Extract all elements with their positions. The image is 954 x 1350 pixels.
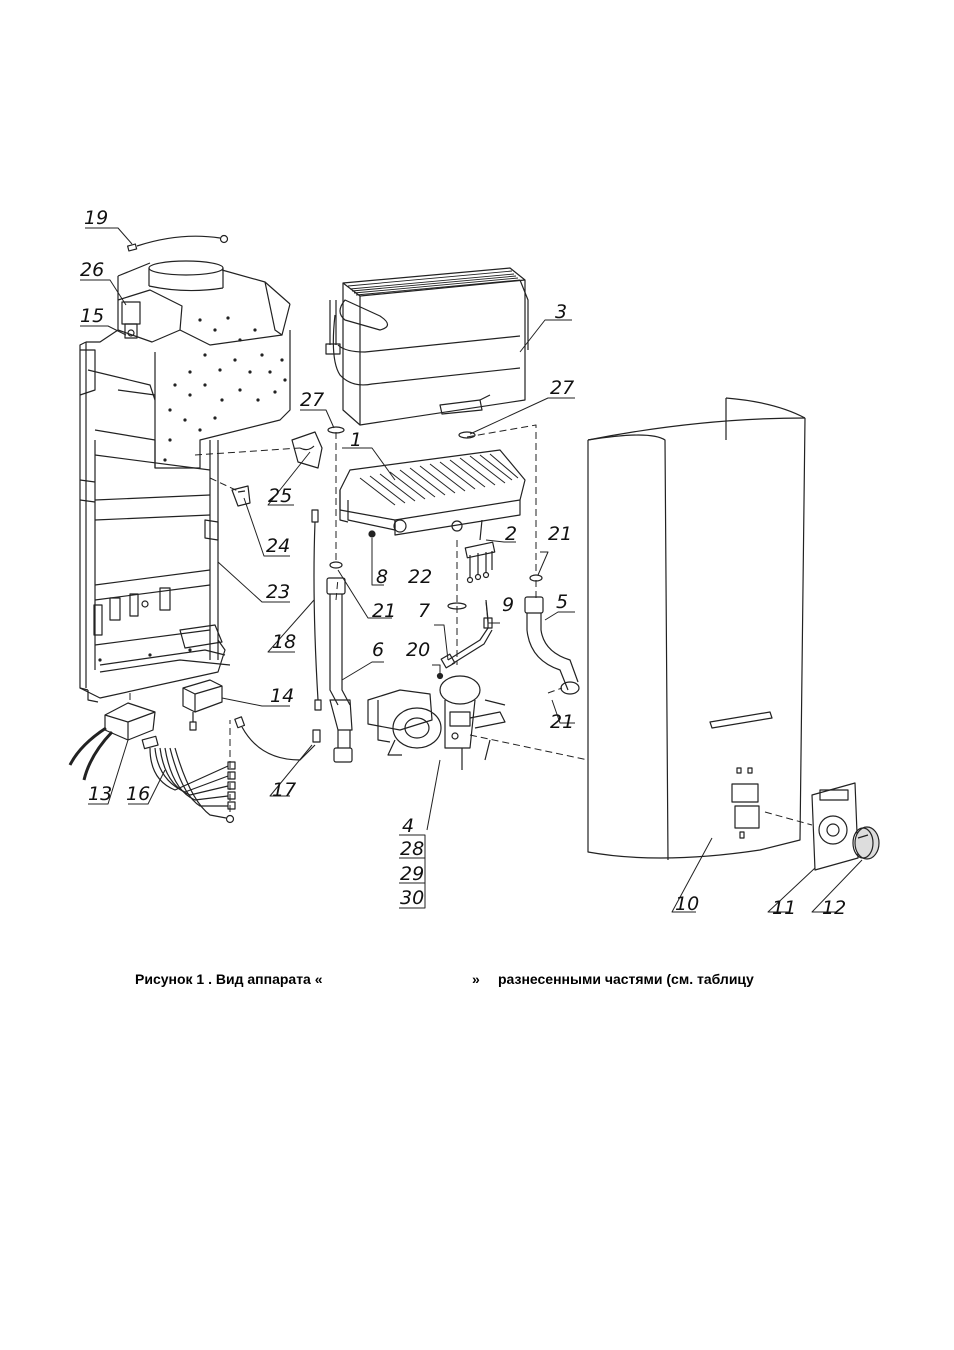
callout-5: 5 [556, 591, 568, 613]
callout-21-mid: 21 [372, 600, 396, 622]
part-8-fastener [368, 530, 376, 538]
callout-18: 18 [272, 631, 296, 653]
part-3-heat-exchanger [325, 267, 529, 426]
callout-19: 19 [84, 207, 108, 229]
part-27-gasket-right [458, 431, 476, 439]
callout-20: 20 [406, 639, 430, 661]
caption-prefix: Рисунок 1 . Вид аппарата « [135, 971, 323, 987]
callout-12: 12 [822, 897, 846, 919]
callout-boxes [399, 834, 426, 909]
part-24-bracket [231, 485, 251, 507]
callout-21-low: 21 [550, 711, 574, 733]
callout-2: 2 [505, 523, 517, 545]
callout-9: 9 [502, 594, 514, 616]
part-16-harness [141, 735, 236, 824]
exploded-parts-diagram: 19 26 15 3 27 27 1 25 24 23 2 21 8 22 21… [68, 207, 880, 919]
callout-16: 16 [126, 783, 150, 805]
callout-26: 26 [80, 259, 104, 281]
callout-13: 13 [88, 783, 112, 805]
callout-22: 22 [408, 566, 432, 588]
callout-1: 1 [350, 429, 362, 451]
callout-17: 17 [272, 779, 296, 801]
part-1-burner [339, 449, 526, 536]
callout-8: 8 [376, 566, 388, 588]
callout-4: 4 [402, 815, 414, 837]
part-6-water-pipe [326, 577, 353, 763]
callout-25: 25 [268, 485, 292, 507]
frame-back-panel [79, 260, 291, 703]
part-21-gasket-a [329, 561, 343, 569]
part-25-bracket [291, 431, 323, 469]
callout-23: 23 [266, 581, 290, 603]
caption-quote-close: » [472, 971, 480, 987]
part-13-power-unit [68, 702, 156, 781]
part-18-wire [311, 509, 322, 711]
callout-6: 6 [372, 639, 384, 661]
part-19-wire [127, 234, 229, 252]
callout-numbers: 19 26 15 3 27 27 1 25 24 23 2 21 8 22 21… [80, 207, 846, 919]
callout-29: 29 [400, 863, 424, 885]
callout-7: 7 [418, 600, 430, 622]
figure-caption: Рисунок 1 . Вид аппарата « » разнесенным… [0, 971, 954, 991]
part-2-electrodes [464, 519, 496, 584]
part-7-gas-tube [440, 617, 493, 669]
part-17-wire [234, 716, 321, 761]
assembly-lines [129, 424, 813, 826]
part-4-gas-water-unit [367, 675, 506, 770]
callout-3: 3 [555, 301, 567, 323]
part-12-knob [852, 826, 880, 860]
leader-lines [80, 227, 863, 913]
callout-28: 28 [400, 838, 424, 860]
caption-suffix: разнесенными частями (см. таблицу [498, 971, 754, 987]
part-11-control-panel [811, 782, 859, 871]
callout-10: 10 [675, 893, 699, 915]
callout-15: 15 [80, 305, 104, 327]
callout-11: 11 [772, 897, 796, 919]
callout-27-right: 27 [550, 377, 574, 399]
callout-21-top: 21 [548, 523, 572, 545]
part-10-front-casing [587, 397, 806, 861]
callout-14: 14 [270, 685, 294, 707]
callout-30: 30 [400, 887, 424, 909]
callout-27-left: 27 [300, 389, 324, 411]
part-20-connector [436, 672, 444, 680]
part-14-ignition-block [182, 679, 223, 731]
callout-24: 24 [266, 535, 290, 557]
